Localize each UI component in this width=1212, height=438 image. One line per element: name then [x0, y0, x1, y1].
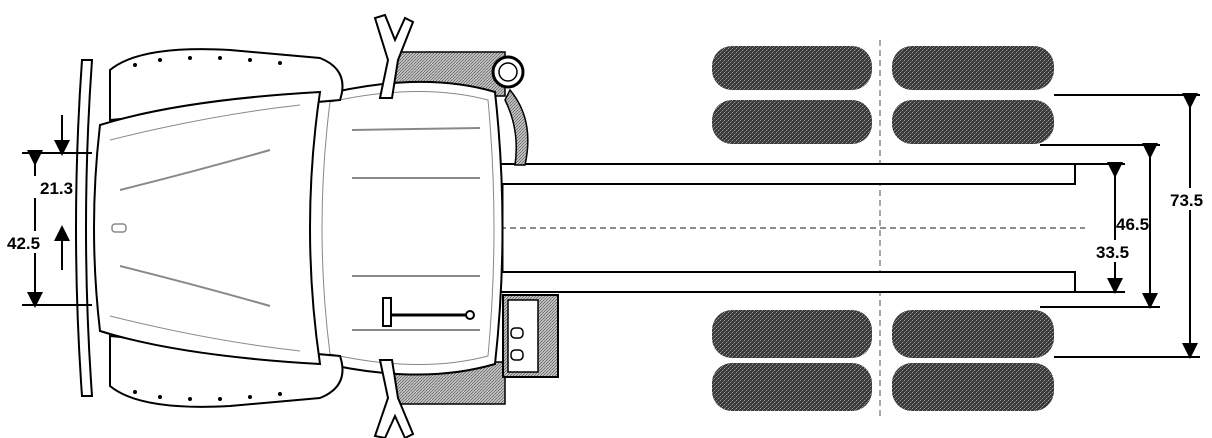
tire-lower-right-outer: [892, 363, 1054, 411]
tire-upper-left-outer: [712, 46, 872, 90]
dim-label-front-half-width: 21.3: [40, 179, 73, 198]
frame-rail-lower: [496, 271, 1076, 293]
cab-body: [308, 51, 559, 405]
dim-label-front-width: 42.5: [7, 234, 40, 253]
side-mirrors: [373, 13, 415, 438]
rear-tires: [712, 46, 1054, 411]
dim-label-frame-outer: 46.5: [1116, 215, 1149, 234]
tire-upper-left-inner: [712, 100, 872, 144]
dim-label-axle-width: 73.5: [1170, 191, 1203, 210]
tire-lower-left-inner: [712, 310, 872, 358]
frame-rails: [495, 163, 1076, 293]
hood: [93, 48, 344, 408]
dim-label-frame-inner: 33.5: [1096, 243, 1129, 262]
tire-lower-left-outer: [712, 363, 872, 411]
tire-upper-right-inner: [892, 100, 1054, 144]
tire-lower-right-inner: [892, 310, 1054, 358]
front-bumper: [75, 59, 94, 397]
tire-upper-right-outer: [892, 46, 1054, 90]
frame-rail-upper: [496, 163, 1076, 185]
